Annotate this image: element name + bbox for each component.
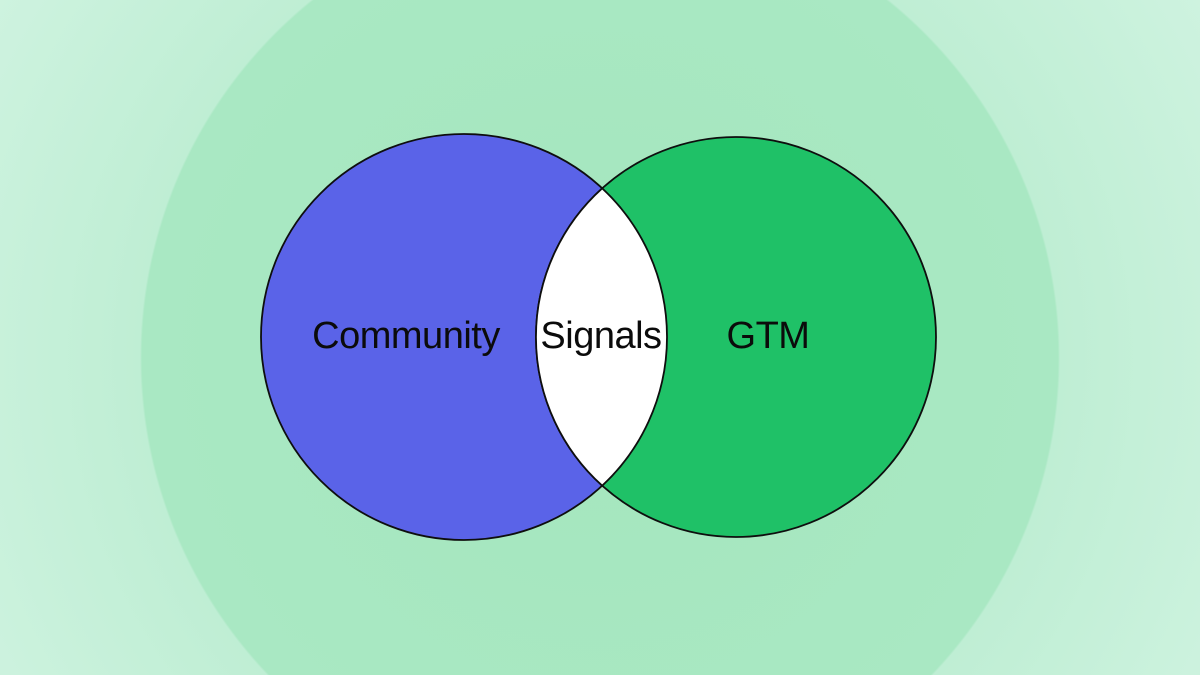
gtm-label: GTM xyxy=(726,315,810,357)
community-label: Community xyxy=(312,315,500,357)
intersection-lens xyxy=(535,187,668,487)
signals-label: Signals xyxy=(540,315,662,357)
